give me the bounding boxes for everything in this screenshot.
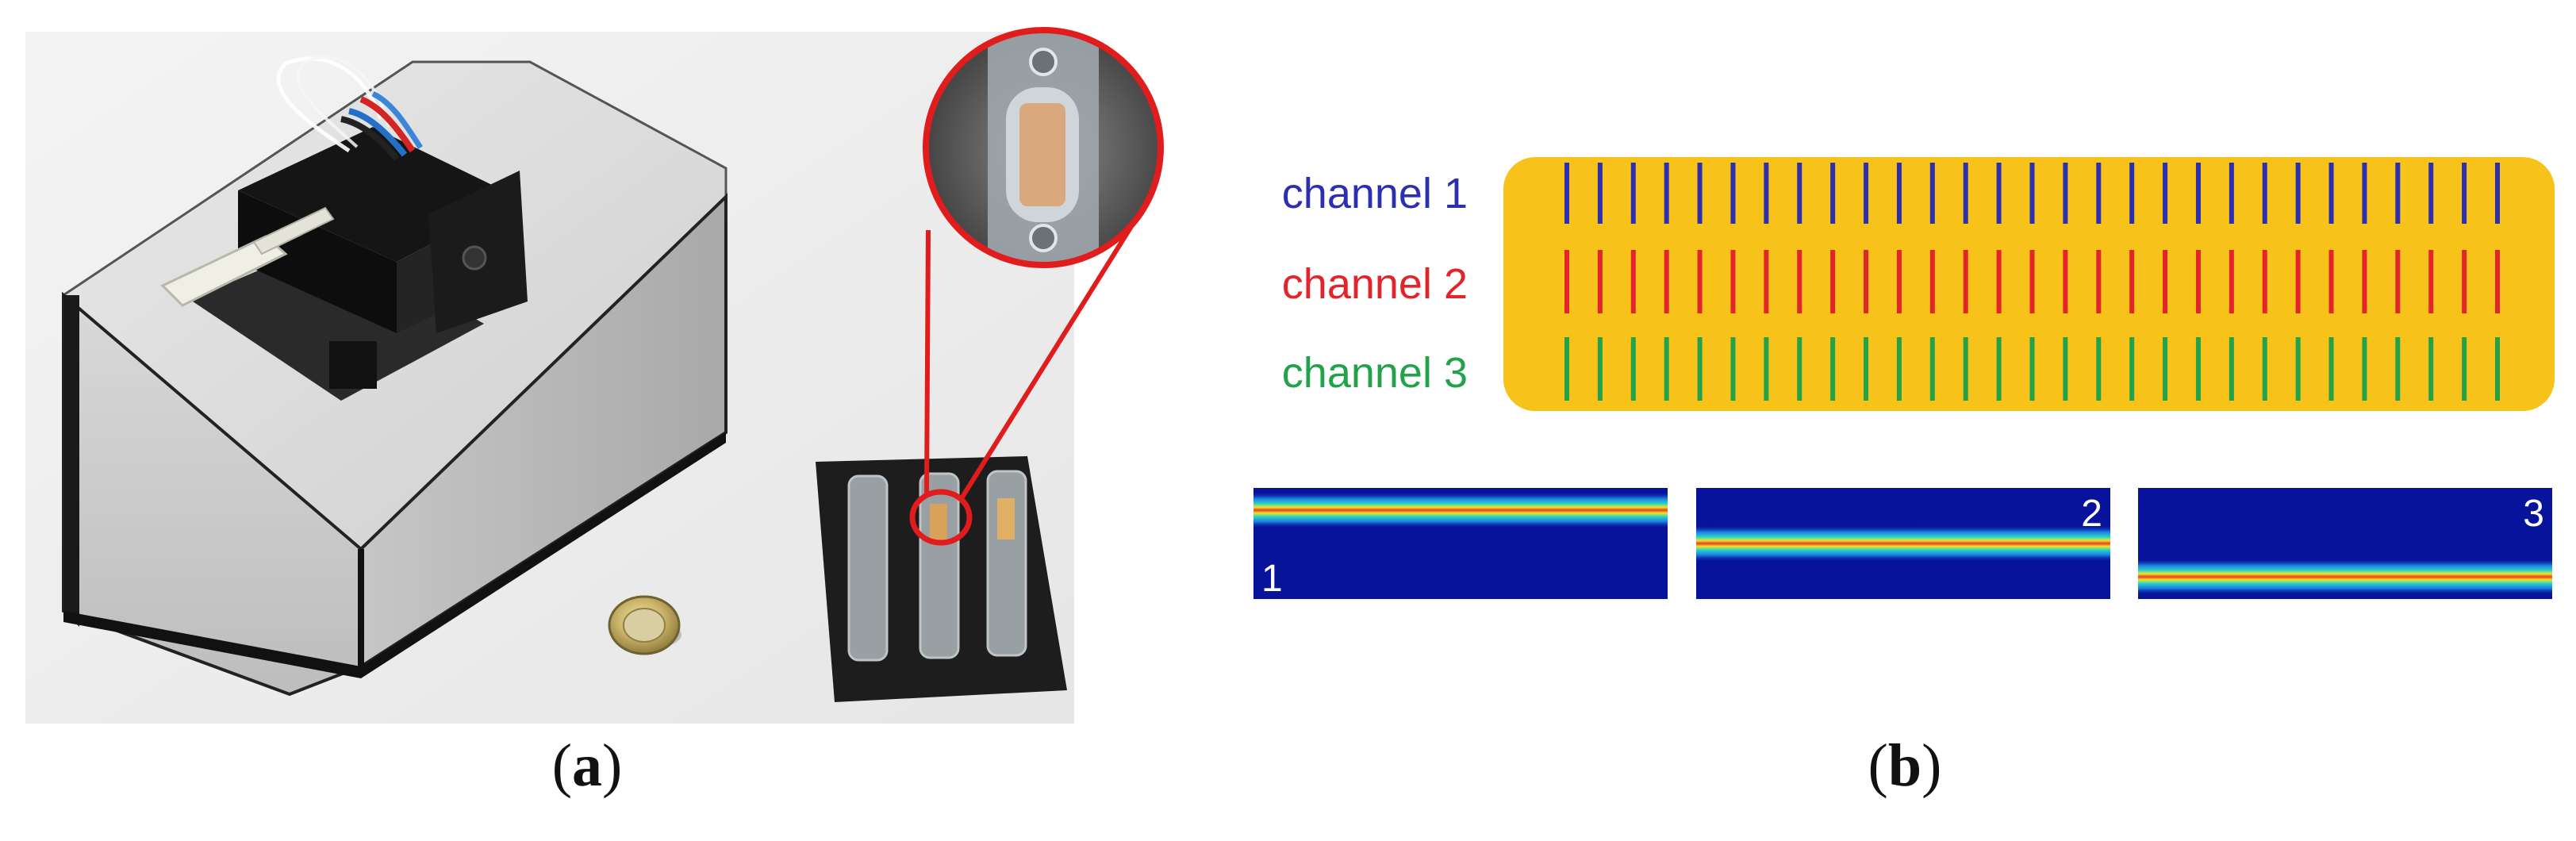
pump-base-plate (190, 238, 484, 401)
tubing-2 (296, 56, 390, 148)
channel-label: channel 1 (1282, 170, 1468, 217)
wire-red (359, 96, 416, 153)
coin (608, 595, 681, 655)
concentration-map: 1 (1253, 488, 1668, 600)
chip-2 (919, 472, 960, 659)
concentration-maps: 1 2 3 (1253, 488, 2552, 600)
box-black-corner-edge (63, 295, 79, 627)
caption-b-letter: b (1887, 732, 1922, 799)
chip-2-electrode (930, 504, 947, 542)
pump-lower-block (329, 341, 377, 389)
electrode-lines (1564, 163, 2500, 401)
pump-block-front (238, 190, 397, 333)
tubing (276, 56, 383, 153)
map-label: 2 (2081, 493, 2102, 535)
caption-a: (a) (551, 732, 623, 799)
pump-knob (462, 245, 487, 271)
zoom-line-right (959, 201, 1149, 500)
zoom-source-circle (909, 489, 973, 546)
focused-stream (1253, 492, 1668, 528)
zoom-callout (923, 27, 1164, 500)
syringe-plunger (252, 206, 335, 255)
zoom-electrode (1019, 103, 1065, 206)
focused-stream (2138, 559, 2552, 595)
wire-black (340, 116, 400, 161)
map-label: 3 (2523, 493, 2544, 535)
concentration-map: 3 (2138, 488, 2552, 599)
panel-b: channel 1 channel 2 channel 3 1 2 3 (1253, 157, 2555, 600)
chip-3-electrode (997, 498, 1015, 540)
wire-blue-2 (371, 90, 423, 149)
chip-1 (847, 474, 889, 662)
caption-b: (b) (1868, 732, 1942, 799)
zoom-line-left (924, 229, 931, 494)
channel-label: channel 2 (1282, 260, 1468, 308)
wire-blue (348, 108, 408, 157)
zoom-circle-frame (923, 27, 1164, 268)
zoom-image (926, 30, 1161, 265)
concentration-map: 2 (1696, 488, 2110, 599)
channel-label: channel 3 (1282, 349, 1468, 397)
zoom-port-bottom (1029, 224, 1058, 252)
panel-a-photo (25, 27, 1164, 724)
syringe-pump (160, 56, 528, 401)
map-label: 1 (1261, 558, 1283, 600)
syringe-body (160, 235, 288, 307)
coin-inner (623, 608, 666, 643)
zoom-port-top (1029, 48, 1058, 76)
chip-holder (816, 456, 1067, 702)
caption-a-letter: a (572, 732, 602, 799)
focused-stream (1696, 525, 2110, 562)
